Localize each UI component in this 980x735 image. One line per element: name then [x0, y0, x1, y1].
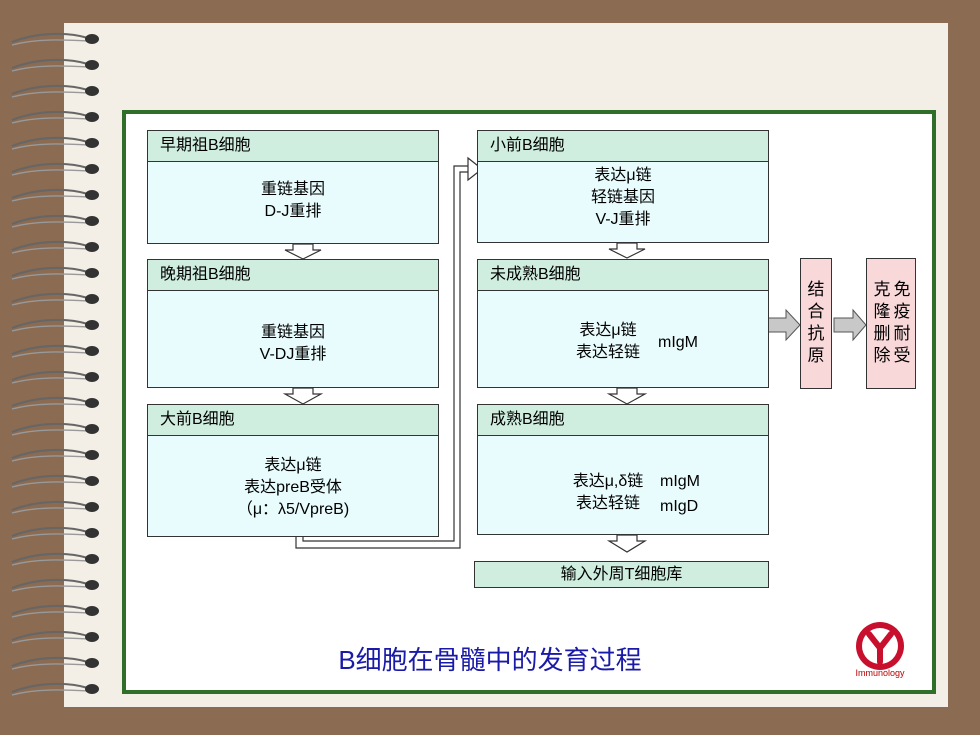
- spiral-coil: [11, 370, 99, 384]
- body-line: 表达μ链: [594, 167, 652, 184]
- spiral-coil: [11, 448, 99, 462]
- char: 克: [873, 280, 891, 299]
- spiral-coil: [11, 240, 99, 254]
- down-arrow-3: [608, 242, 646, 259]
- col-clonal-deletion: 克 隆 删 除: [872, 279, 892, 367]
- diagram-title: B细胞在骨髓中的发育过程: [338, 645, 642, 675]
- spiral-coil: [11, 58, 99, 72]
- char: 原: [807, 346, 825, 365]
- box-header: 大前B细胞: [148, 405, 438, 436]
- label-migm-mature: mIgM: [660, 473, 700, 490]
- down-arrow-4: [606, 387, 648, 405]
- box-small-pre-b: 小前B细胞 表达μ链 轻链基因 V-J重排: [477, 130, 769, 243]
- box-clonal-deletion: 克 隆 删 除 免 疫 耐 受: [866, 258, 916, 389]
- spiral-coil: [11, 682, 99, 696]
- box-body: 表达μ链 表达轻链: [448, 320, 768, 364]
- label-migd: mIgD: [660, 498, 699, 515]
- spiral-coil: [11, 526, 99, 540]
- body-line: 轻链基因: [590, 189, 655, 206]
- box-body: 表达μ,δ链 表达轻链: [448, 471, 768, 515]
- down-arrow-1: [284, 243, 322, 260]
- output-label: 输入外周T细胞库: [560, 566, 683, 583]
- down-arrow-5: [606, 534, 648, 553]
- spiral-coil: [11, 214, 99, 228]
- spiral-coil: [11, 552, 99, 566]
- char: 免: [893, 280, 911, 299]
- box-header: 成熟B细胞: [478, 405, 768, 436]
- body-line: 表达μ链: [579, 322, 637, 339]
- char: 结: [807, 280, 825, 299]
- spiral-coil: [11, 266, 99, 280]
- box-output: 输入外周T细胞库: [474, 561, 769, 588]
- spiral-coil: [11, 474, 99, 488]
- body-line: V-DJ重排: [259, 346, 327, 363]
- spiral-coil: [11, 604, 99, 618]
- body-line: D-J重排: [264, 203, 322, 220]
- body-line: 重链基因: [260, 324, 325, 341]
- body-line: 表达preB受体: [244, 479, 342, 496]
- spiral-coil: [11, 344, 99, 358]
- spiral-coil: [11, 630, 99, 644]
- spiral-coil: [11, 292, 99, 306]
- box-large-pre-b: 大前B细胞 表达μ链 表达preB受体 （μ：λ5/VpreB): [147, 404, 439, 537]
- box-late-pro-b: 晚期祖B细胞 重链基因 V-DJ重排: [147, 259, 439, 388]
- col-immune-tolerance: 免 疫 耐 受: [892, 279, 912, 367]
- immunology-logo-icon: [856, 622, 904, 670]
- box-header: 早期祖B细胞: [148, 131, 438, 162]
- box-immature-b: 未成熟B细胞 表达μ链 表达轻链: [477, 259, 769, 388]
- body-line: 表达μ链: [264, 457, 322, 474]
- right-arrow-1: [766, 308, 801, 342]
- right-arrow-2: [833, 308, 867, 342]
- box-early-pro-b: 早期祖B细胞 重链基因 D-J重排: [147, 130, 439, 244]
- down-arrow-2: [282, 387, 324, 405]
- elbow-connector: [295, 171, 470, 549]
- body-line: V-J重排: [595, 211, 651, 228]
- logo-label: Immunology: [855, 668, 905, 678]
- spiral-coil: [11, 136, 99, 150]
- spiral-coil: [11, 162, 99, 176]
- char: 受: [893, 346, 911, 365]
- char: 删: [873, 324, 891, 343]
- char: 抗: [807, 324, 825, 343]
- body-line: 重链基因: [260, 181, 325, 198]
- box-body: 重链基因 D-J重排: [148, 179, 438, 223]
- char: 合: [807, 302, 825, 321]
- box-bind-antigen: 结 合 抗 原: [800, 258, 832, 389]
- box-header: 小前B细胞: [478, 131, 768, 162]
- spiral-coil: [11, 84, 99, 98]
- spiral-coil: [11, 188, 99, 202]
- box-mature-b: 成熟B细胞 表达μ,δ链 表达轻链: [477, 404, 769, 535]
- body-line: 表达轻链: [575, 344, 640, 361]
- body-line: 表达轻链: [575, 495, 640, 512]
- elbow-arrow-head: [467, 156, 483, 182]
- char: 隆: [873, 302, 891, 321]
- spiral-coil: [11, 656, 99, 670]
- spiral-coil: [11, 396, 99, 410]
- spiral-coil: [11, 578, 99, 592]
- spiral-coil: [11, 500, 99, 514]
- box-header: 未成熟B细胞: [478, 260, 768, 291]
- char: 除: [873, 346, 891, 365]
- spiral-coil: [11, 32, 99, 46]
- spiral-coil: [11, 422, 99, 436]
- spiral-coil: [11, 318, 99, 332]
- box-body: 表达μ链 表达preB受体 （μ：λ5/VpreB): [148, 455, 438, 521]
- body-line: 表达μ,δ链: [572, 473, 644, 490]
- box-body: 表达μ链 轻链基因 V-J重排: [478, 165, 768, 231]
- char: 疫: [893, 302, 911, 321]
- box-body: 重链基因 V-DJ重排: [148, 322, 438, 366]
- spiral-coil: [11, 110, 99, 124]
- label-migm: mIgM: [658, 334, 698, 351]
- body-line: （μ：λ5/VpreB): [236, 501, 350, 518]
- char: 耐: [893, 324, 911, 343]
- box-header: 晚期祖B细胞: [148, 260, 438, 291]
